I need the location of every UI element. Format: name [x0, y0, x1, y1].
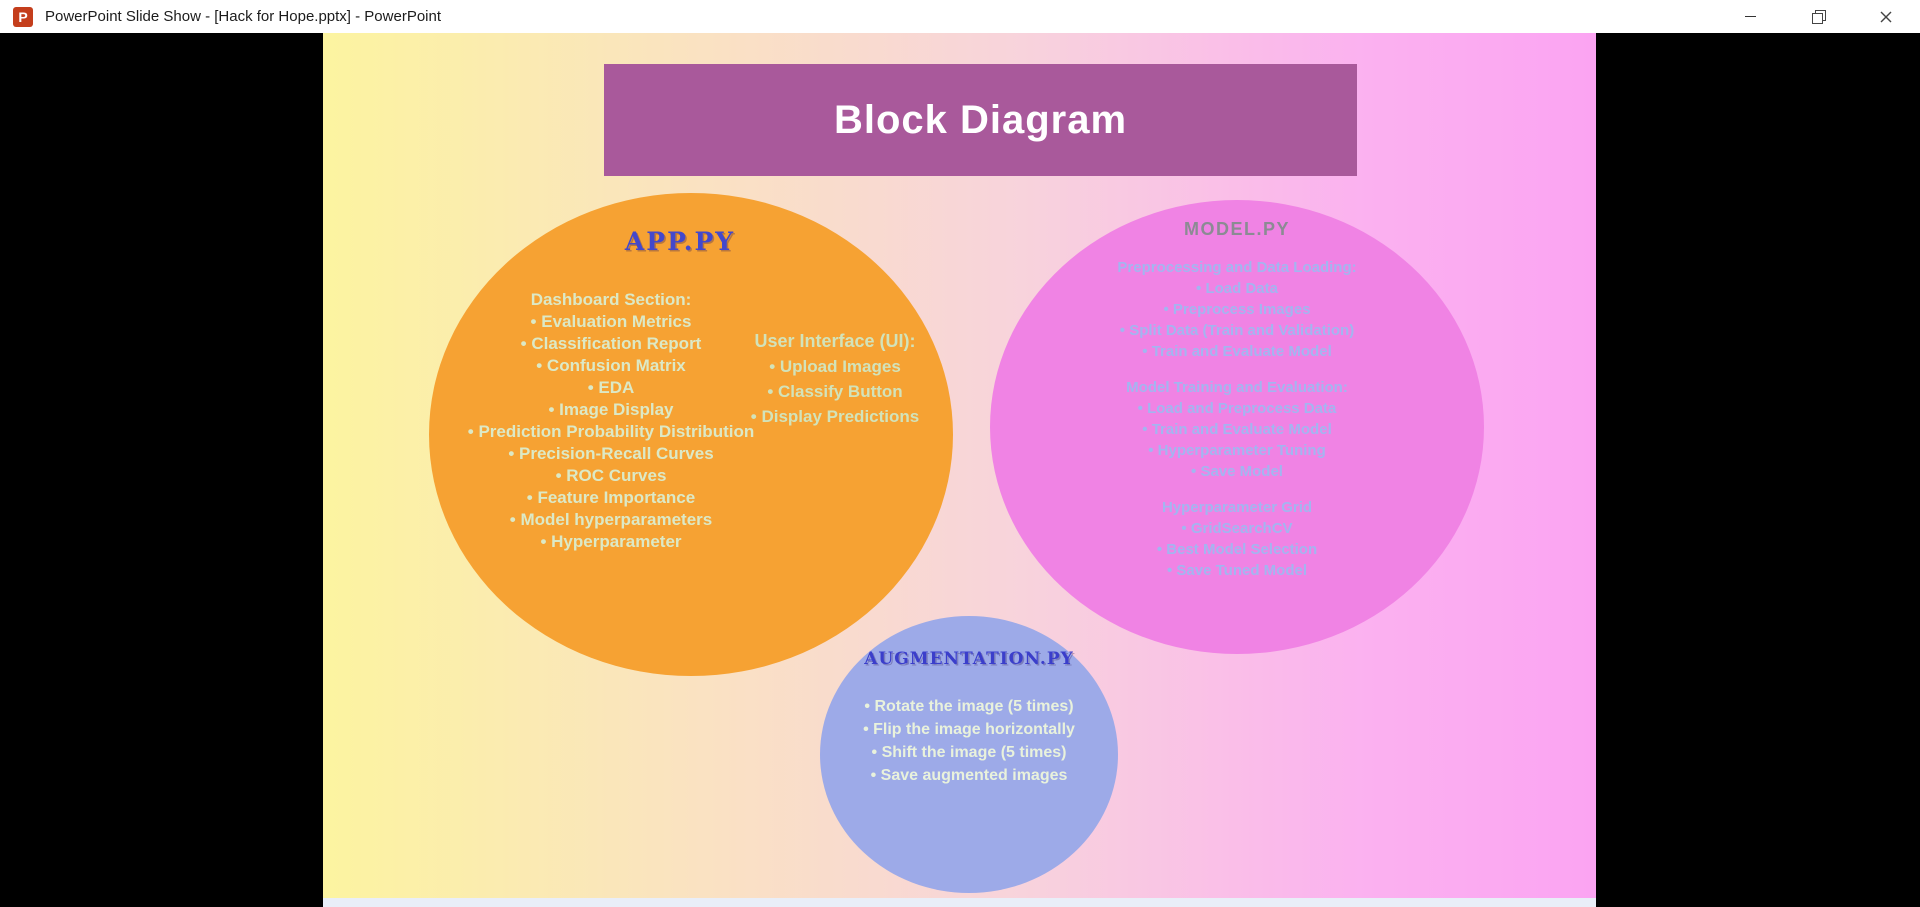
- restore-button[interactable]: [1784, 0, 1852, 33]
- minimize-icon: [1744, 16, 1756, 17]
- model-py-label: MODEL.PY: [1183, 219, 1290, 239]
- list-item: Load Data: [1037, 278, 1437, 299]
- list-item: Hyperparameter Tuning: [1037, 440, 1437, 461]
- list-item: Train and Evaluate Model: [1037, 341, 1437, 362]
- list-item: Feature Importance: [461, 487, 761, 509]
- section-heading: Preprocessing and Data Loading:: [1117, 259, 1357, 276]
- list-item: Save Model: [1037, 461, 1437, 482]
- slideshow-bottom-strip: [323, 898, 1596, 907]
- list-item: Evaluation Metrics: [461, 311, 761, 333]
- model-section-training: Model Training and Evaluation: Load and …: [1037, 377, 1437, 482]
- dashboard-section-heading: Dashboard Section:: [530, 290, 692, 309]
- restore-icon: [1811, 10, 1826, 24]
- ui-item-list: Upload ImagesClassify ButtonDisplay Pred…: [750, 354, 920, 429]
- list-item: Train and Evaluate Model: [1037, 419, 1437, 440]
- section-heading: Model Training and Evaluation:: [1126, 379, 1348, 396]
- caption-buttons: [1716, 0, 1920, 33]
- slide-title-banner: Block Diagram: [604, 64, 1357, 176]
- list-item: Preprocess Images: [1037, 299, 1437, 320]
- section-item-list: Load and Preprocess DataTrain and Evalua…: [1037, 398, 1437, 482]
- list-item: Rotate the image (5 times): [829, 695, 1109, 718]
- list-item: EDA: [461, 377, 761, 399]
- list-item: Shift the image (5 times): [829, 741, 1109, 764]
- close-icon: [1880, 11, 1892, 22]
- list-item: Classification Report: [461, 333, 761, 355]
- section-heading: Hyperparameter Grid: [1161, 499, 1313, 516]
- model-section-hyperparameter-grid: Hyperparameter Grid GridSearchCVBest Mod…: [1037, 497, 1437, 581]
- list-item: Display Predictions: [750, 404, 920, 429]
- presentation-stage: Block Diagram APP.PY Dashboard Section: …: [0, 33, 1920, 907]
- powerpoint-logo-letter: P: [18, 8, 28, 25]
- minimize-button[interactable]: [1716, 0, 1784, 33]
- list-item: Precision-Recall Curves: [461, 443, 761, 465]
- list-item: Classify Button: [750, 379, 920, 404]
- list-item: Model hyperparameters: [461, 509, 761, 531]
- list-item: Confusion Matrix: [461, 355, 761, 377]
- list-item: Save Tuned Model: [1037, 560, 1437, 581]
- slide-title: Block Diagram: [833, 97, 1128, 142]
- window-title: PowerPoint Slide Show - [Hack for Hope.p…: [45, 8, 442, 25]
- list-item: Image Display: [461, 399, 761, 421]
- list-item: Flip the image horizontally: [829, 718, 1109, 741]
- augmentation-item-list: Rotate the image (5 times)Flip the image…: [829, 695, 1109, 787]
- section-item-list: Load DataPreprocess ImagesSplit Data (Tr…: [1037, 278, 1437, 362]
- slide-canvas[interactable]: Block Diagram APP.PY Dashboard Section: …: [323, 33, 1596, 898]
- list-item: ROC Curves: [461, 465, 761, 487]
- list-item: Split Data (Train and Validation): [1037, 320, 1437, 341]
- dashboard-item-list: Evaluation MetricsClassification ReportC…: [461, 311, 761, 553]
- app-py-label: APP.PY: [624, 227, 736, 256]
- model-section-preprocessing: Preprocessing and Data Loading: Load Dat…: [1037, 257, 1437, 362]
- ui-heading: User Interface (UI):: [754, 331, 916, 351]
- list-item: Upload Images: [750, 354, 920, 379]
- augmentation-py-label: AUGMENTATION.PY: [864, 649, 1074, 669]
- app-py-content: Dashboard Section: Evaluation MetricsCla…: [461, 289, 761, 553]
- list-item: GridSearchCV: [1037, 518, 1437, 539]
- list-item: Load and Preprocess Data: [1037, 398, 1437, 419]
- section-item-list: GridSearchCVBest Model SelectionSave Tun…: [1037, 518, 1437, 581]
- list-item: Save augmented images: [829, 764, 1109, 787]
- list-item: Best Model Selection: [1037, 539, 1437, 560]
- powerpoint-logo-icon[interactable]: P: [13, 6, 33, 27]
- list-item: Hyperparameter: [461, 531, 761, 553]
- window-titlebar: P PowerPoint Slide Show - [Hack for Hope…: [0, 0, 1920, 33]
- list-item: Prediction Probability Distribution: [461, 421, 761, 443]
- model-py-content: Preprocessing and Data Loading: Load Dat…: [1037, 257, 1437, 596]
- close-button[interactable]: [1852, 0, 1920, 33]
